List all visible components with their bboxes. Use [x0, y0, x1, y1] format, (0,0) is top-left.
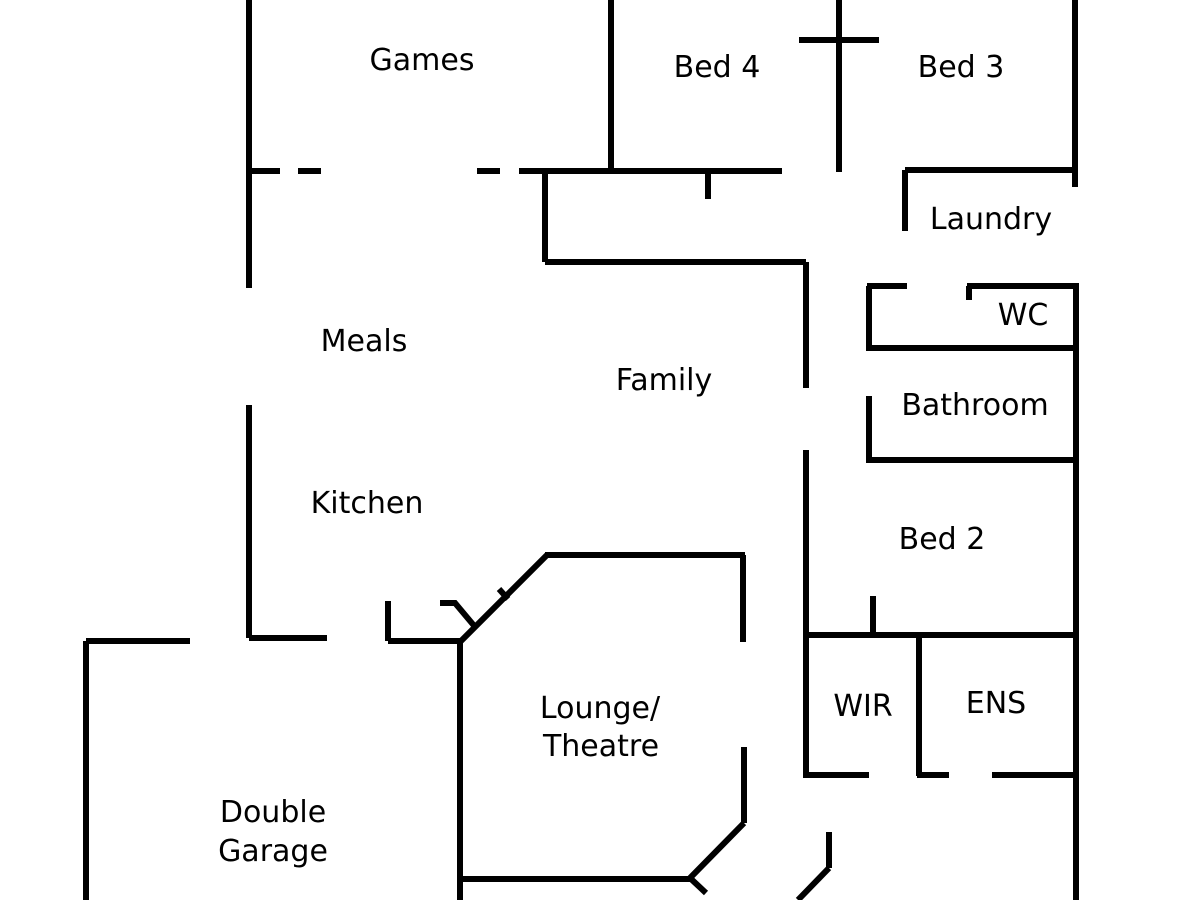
- room-label-ens: ENS: [966, 686, 1026, 721]
- wall-lounge-south-diag: [687, 820, 747, 881]
- room-label-laundry: Laundry: [930, 202, 1052, 237]
- wall-lounge-south-tab: [687, 875, 709, 896]
- room-labels: Games Bed 4 Bed 3 Laundry WC Meals Famil…: [218, 43, 1052, 869]
- room-label-wc: WC: [998, 298, 1049, 333]
- room-label-meals: Meals: [321, 324, 408, 359]
- walls: [83, 0, 1079, 900]
- room-label-theatre: Theatre: [542, 729, 659, 764]
- room-label-garage: Garage: [218, 834, 328, 869]
- room-label-bed2: Bed 2: [899, 522, 986, 557]
- room-label-kitchen: Kitchen: [311, 486, 424, 521]
- room-label-bed4: Bed 4: [674, 50, 761, 85]
- room-label-double: Double: [220, 795, 326, 830]
- room-label-family: Family: [616, 363, 713, 398]
- wall-entry-diag: [795, 865, 832, 900]
- room-label-bed3: Bed 3: [918, 50, 1005, 85]
- room-label-bathroom: Bathroom: [901, 388, 1048, 423]
- room-label-wir: WIR: [833, 689, 892, 724]
- wall-lounge-door-tab-1: [496, 586, 511, 602]
- room-label-lounge: Lounge/: [540, 691, 661, 726]
- room-label-games: Games: [370, 43, 475, 78]
- wall-lounge-door-tab-2: [440, 600, 479, 630]
